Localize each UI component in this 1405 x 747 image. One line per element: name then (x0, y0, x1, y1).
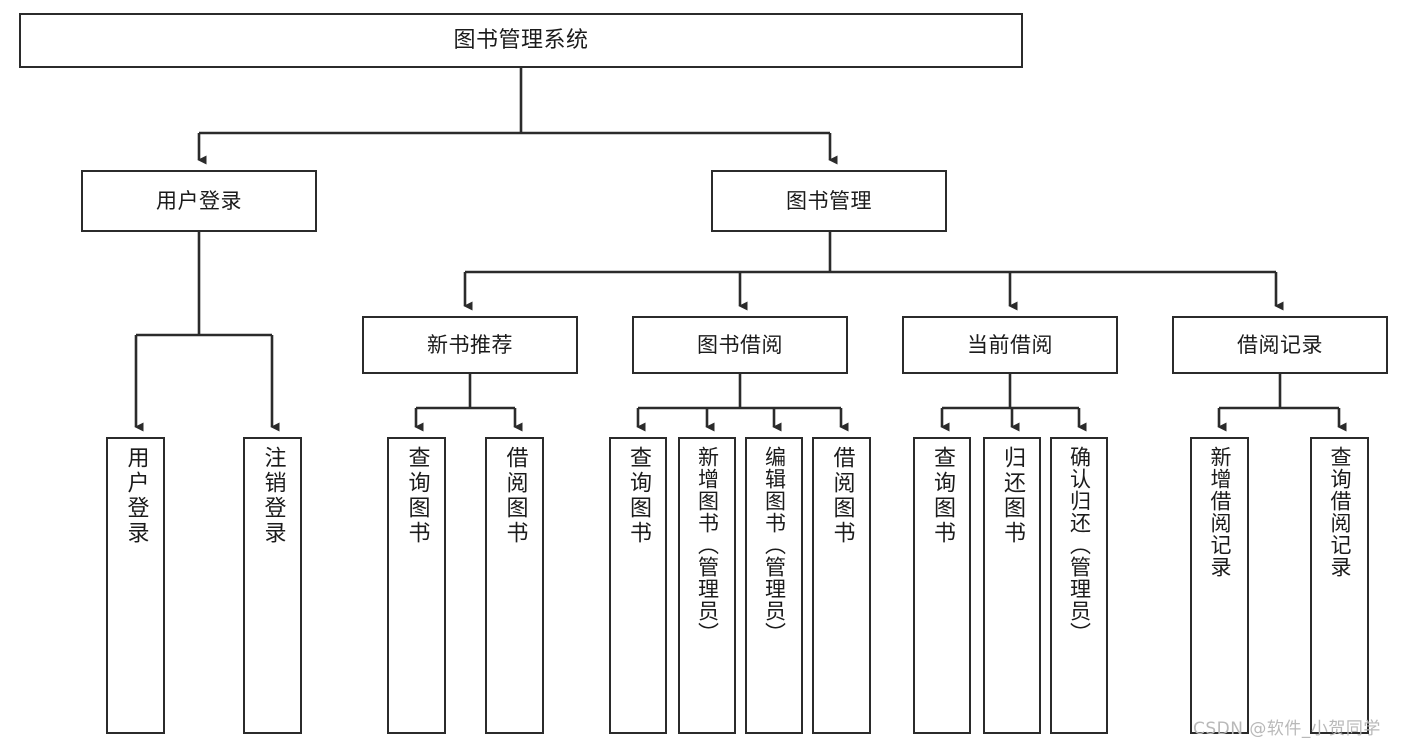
node-label: 查询图书 (626, 446, 651, 546)
node-label: 借阅记录 (1237, 332, 1323, 357)
leaf-new-book-borrow-book[interactable]: 借阅图书 (485, 437, 544, 734)
node-label: 归还图书 (1000, 446, 1025, 546)
leaf-new-book-query-book[interactable]: 查询图书 (387, 437, 446, 734)
leaf-user-login-logout[interactable]: 注销登录 (243, 437, 302, 734)
leaf-user-login-login[interactable]: 用户登录 (106, 437, 165, 734)
node-label: 查询借阅记录 (1328, 446, 1352, 578)
node-new-book-recommend[interactable]: 新书推荐 (362, 316, 578, 374)
node-label: 用户登录 (156, 188, 242, 213)
node-label: 图书管理系统 (453, 27, 589, 53)
leaf-book-borrow-query-book[interactable]: 查询图书 (609, 437, 667, 734)
node-label: 图书借阅 (697, 332, 783, 357)
node-label: 图书管理 (786, 188, 872, 213)
node-label: 确认归还（管理员） (1067, 446, 1092, 644)
leaf-borrow-record-add-record[interactable]: 新增借阅记录 (1190, 437, 1249, 734)
node-label: 查询图书 (404, 446, 430, 546)
node-book-borrow[interactable]: 图书借阅 (632, 316, 848, 374)
leaf-current-borrow-query-book[interactable]: 查询图书 (913, 437, 971, 734)
leaf-book-borrow-add-book-admin[interactable]: 新增图书（管理员） (678, 437, 736, 734)
node-user-login[interactable]: 用户登录 (81, 170, 317, 232)
leaf-current-borrow-return-book[interactable]: 归还图书 (983, 437, 1041, 734)
node-root-book-management-system[interactable]: 图书管理系统 (19, 13, 1023, 68)
node-label: 新增图书（管理员） (695, 446, 720, 644)
leaf-book-borrow-borrow-book[interactable]: 借阅图书 (812, 437, 871, 734)
node-label: 新增借阅记录 (1208, 446, 1232, 578)
leaf-book-borrow-edit-book-admin[interactable]: 编辑图书（管理员） (745, 437, 803, 734)
leaf-current-borrow-confirm-return-admin[interactable]: 确认归还（管理员） (1050, 437, 1108, 734)
node-label: 借阅图书 (502, 446, 528, 546)
node-label: 用户登录 (123, 446, 149, 546)
node-label: 当前借阅 (967, 332, 1053, 357)
node-label: 注销登录 (260, 446, 286, 546)
node-label: 编辑图书（管理员） (762, 446, 787, 644)
leaf-borrow-record-query-record[interactable]: 查询借阅记录 (1310, 437, 1369, 734)
node-current-borrow[interactable]: 当前借阅 (902, 316, 1118, 374)
node-book-management[interactable]: 图书管理 (711, 170, 947, 232)
node-label: 新书推荐 (427, 332, 513, 357)
node-borrow-record[interactable]: 借阅记录 (1172, 316, 1388, 374)
node-label: 查询图书 (930, 446, 955, 546)
node-label: 借阅图书 (829, 446, 855, 546)
